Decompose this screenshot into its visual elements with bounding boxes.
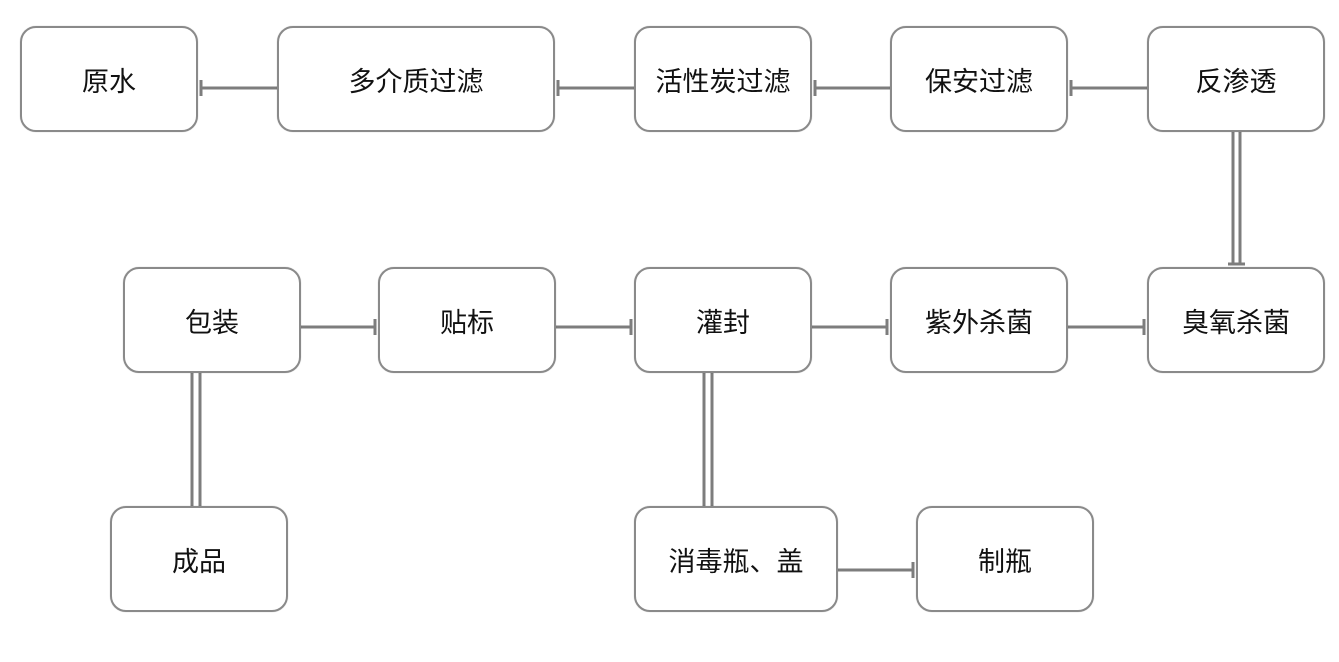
- node-label: 消毒瓶、盖: [668, 546, 804, 578]
- node-label: 原水: [82, 66, 136, 98]
- node-label: 多介质过滤: [348, 66, 484, 98]
- node-filling-sealing: 灌封: [634, 267, 812, 373]
- node-label: 贴标: [440, 307, 494, 339]
- node-disinfect-bottles-caps: 消毒瓶、盖: [634, 506, 838, 612]
- node-label: 保安过滤: [925, 66, 1033, 98]
- node-bottle-making: 制瓶: [916, 506, 1094, 612]
- node-multi-media-filter: 多介质过滤: [277, 26, 555, 132]
- node-yuanshui: 原水: [20, 26, 198, 132]
- node-security-filter: 保安过滤: [890, 26, 1068, 132]
- node-ozone-sterilization: 臭氧杀菌: [1147, 267, 1325, 373]
- node-label: 制瓶: [978, 546, 1032, 578]
- node-packaging: 包装: [123, 267, 301, 373]
- node-reverse-osmosis: 反渗透: [1147, 26, 1325, 132]
- node-label: 成品: [172, 546, 226, 578]
- node-labeling: 贴标: [378, 267, 556, 373]
- node-label: 灌封: [696, 307, 750, 339]
- node-label: 反渗透: [1195, 66, 1277, 98]
- node-label: 紫外杀菌: [925, 307, 1033, 339]
- node-label: 包装: [185, 307, 239, 339]
- node-finished-product: 成品: [110, 506, 288, 612]
- node-uv-sterilization: 紫外杀菌: [890, 267, 1068, 373]
- node-label: 臭氧杀菌: [1182, 307, 1290, 339]
- node-activated-carbon-filter: 活性炭过滤: [634, 26, 812, 132]
- node-label: 活性炭过滤: [655, 66, 791, 98]
